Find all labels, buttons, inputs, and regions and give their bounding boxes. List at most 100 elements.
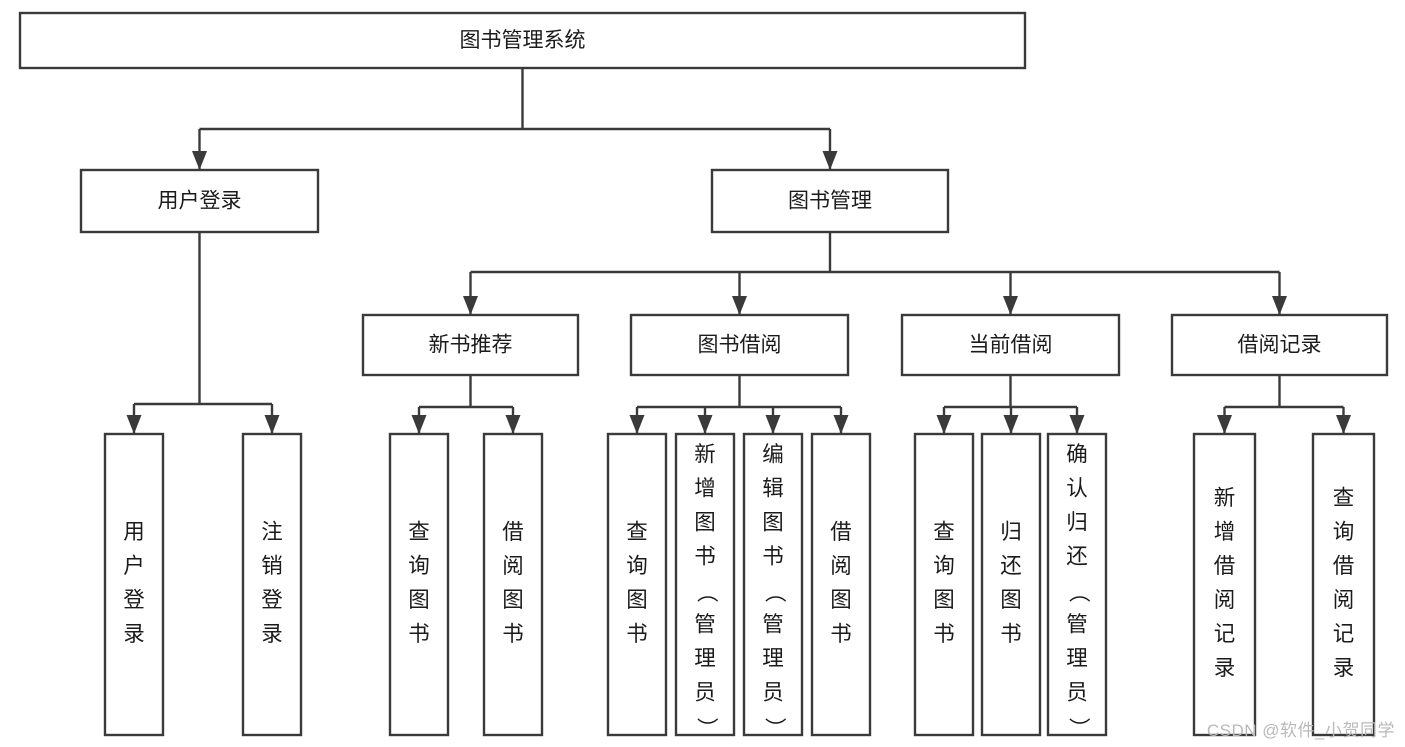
node-book-manage[interactable]: 图书管理 (710, 168, 950, 234)
node-label-char: （ (762, 581, 786, 603)
arrow-head-icon (833, 415, 849, 434)
node-label-char: 归 (1000, 520, 1022, 544)
arrow-head-icon (126, 415, 142, 434)
arrow-head-icon (629, 415, 645, 434)
node-borrow-record[interactable]: 借阅记录 (1170, 313, 1389, 377)
node-label-char: 归 (1066, 511, 1088, 535)
node-label-char: 理 (1066, 647, 1088, 671)
arrow-head-icon (1003, 296, 1018, 315)
node-label-char: 员 (1066, 681, 1088, 705)
node-box-current-borrow[interactable] (900, 313, 1121, 377)
node-root[interactable]: 图书管理系统 (18, 11, 1027, 70)
node-label-char: 书 (1000, 622, 1022, 646)
node-box-leaf-confirm-return[interactable] (1046, 432, 1108, 737)
node-label-char: 书 (694, 545, 716, 569)
node-label-char: 员 (694, 681, 716, 705)
node-box-root[interactable] (18, 11, 1027, 70)
node-label-user-login: 用户登录 (158, 190, 242, 213)
node-label-char: 管 (762, 613, 784, 637)
node-label-borrow-record: 借阅记录 (1238, 334, 1322, 357)
node-label-char: 注 (261, 520, 283, 544)
node-label-char: 图 (626, 588, 648, 612)
arrow-head-icon (822, 151, 838, 170)
node-label-char: 书 (762, 545, 784, 569)
node-label-char: 记 (1214, 622, 1236, 646)
node-label-char: 阅 (1214, 588, 1236, 612)
node-new-book-rec[interactable]: 新书推荐 (361, 313, 580, 377)
node-label-book-manage: 图书管理 (788, 190, 872, 213)
node-label-char: 确 (1066, 443, 1088, 467)
node-label-char: 书 (408, 622, 430, 646)
arrow-head-icon (411, 415, 427, 434)
node-box-leaf-edit-book[interactable] (742, 432, 804, 737)
node-box-leaf-borrow-book-2[interactable] (810, 432, 872, 737)
node-label-char: 阅 (1333, 588, 1355, 612)
node-box-leaf-query-record[interactable] (1311, 432, 1376, 737)
node-box-leaf-user-login[interactable] (103, 432, 165, 737)
node-box-leaf-return-book[interactable] (980, 432, 1042, 737)
node-box-user-login[interactable] (79, 168, 320, 234)
node-label-current-borrow: 当前借阅 (969, 334, 1053, 357)
node-box-leaf-add-book[interactable] (674, 432, 736, 737)
arrow-head-icon (1069, 415, 1085, 434)
node-label-char: 书 (626, 622, 648, 646)
node-label-char: 管 (1066, 613, 1088, 637)
arrow-head-icon (936, 415, 952, 434)
node-label-char: 借 (502, 520, 524, 544)
node-box-leaf-query-book-3[interactable] (913, 432, 975, 737)
node-label-char: 询 (408, 554, 430, 578)
node-label-char: 新 (694, 443, 716, 467)
arrow-head-icon (1272, 296, 1287, 315)
node-label-char: 图 (502, 588, 524, 612)
node-label-char: 阅 (830, 554, 852, 578)
node-label-char: 编 (762, 443, 784, 467)
node-leaf-user-login[interactable]: 用户登录 (103, 432, 165, 737)
node-box-borrow-record[interactable] (1170, 313, 1389, 377)
node-label-char: 询 (933, 554, 955, 578)
node-label-char: 用 (123, 520, 145, 544)
node-label-char: 询 (626, 554, 648, 578)
node-current-borrow[interactable]: 当前借阅 (900, 313, 1121, 377)
node-label-char: 图 (933, 588, 955, 612)
node-box-leaf-query-book-2[interactable] (606, 432, 668, 737)
node-label-char: 图 (694, 511, 716, 535)
arrow-head-icon (264, 415, 280, 434)
node-box-new-book-rec[interactable] (361, 313, 580, 377)
node-label-char: 书 (933, 622, 955, 646)
arrow-head-icon (1003, 415, 1019, 434)
node-label-char: 录 (123, 622, 145, 646)
node-label-char: 销 (261, 554, 283, 578)
node-user-login[interactable]: 用户登录 (79, 168, 320, 234)
node-box-leaf-user-logout[interactable] (241, 432, 303, 737)
node-label-char: 增 (1214, 520, 1236, 544)
node-box-book-manage[interactable] (710, 168, 950, 234)
node-label-char: 登 (123, 588, 145, 612)
arrow-head-icon (1217, 415, 1232, 434)
node-label-char: 书 (830, 622, 852, 646)
node-label-char: 录 (261, 622, 283, 646)
node-box-leaf-add-record[interactable] (1192, 432, 1257, 737)
node-box-book-borrow[interactable] (629, 313, 850, 377)
node-box-leaf-query-book-1[interactable] (388, 432, 450, 737)
node-box-leaf-borrow-book-1[interactable] (482, 432, 544, 737)
node-label-char: 录 (1333, 656, 1355, 680)
arrow-head-icon (697, 415, 713, 434)
arrow-head-icon (463, 296, 478, 315)
node-book-borrow[interactable]: 图书借阅 (629, 313, 850, 377)
node-label-char: 图 (1000, 588, 1022, 612)
node-label-char: 户 (123, 554, 145, 578)
node-label-char: 借 (1214, 554, 1236, 578)
